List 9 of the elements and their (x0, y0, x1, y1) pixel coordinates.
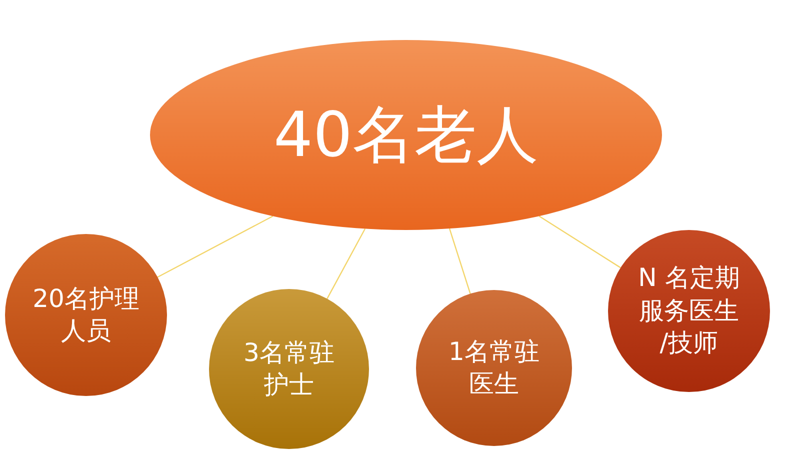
node-label: N 名定期服务医生/技师 (637, 262, 741, 360)
node-label: 40名老人 (274, 96, 538, 173)
connector-line (157, 216, 274, 278)
node-label: 20名护理人员 (32, 282, 140, 347)
node-label: 1名常驻医生 (448, 336, 540, 400)
node-label: 3名常驻护士 (242, 336, 336, 401)
connector-line (448, 228, 471, 294)
connector-line (538, 216, 621, 268)
connector-line (326, 228, 366, 299)
